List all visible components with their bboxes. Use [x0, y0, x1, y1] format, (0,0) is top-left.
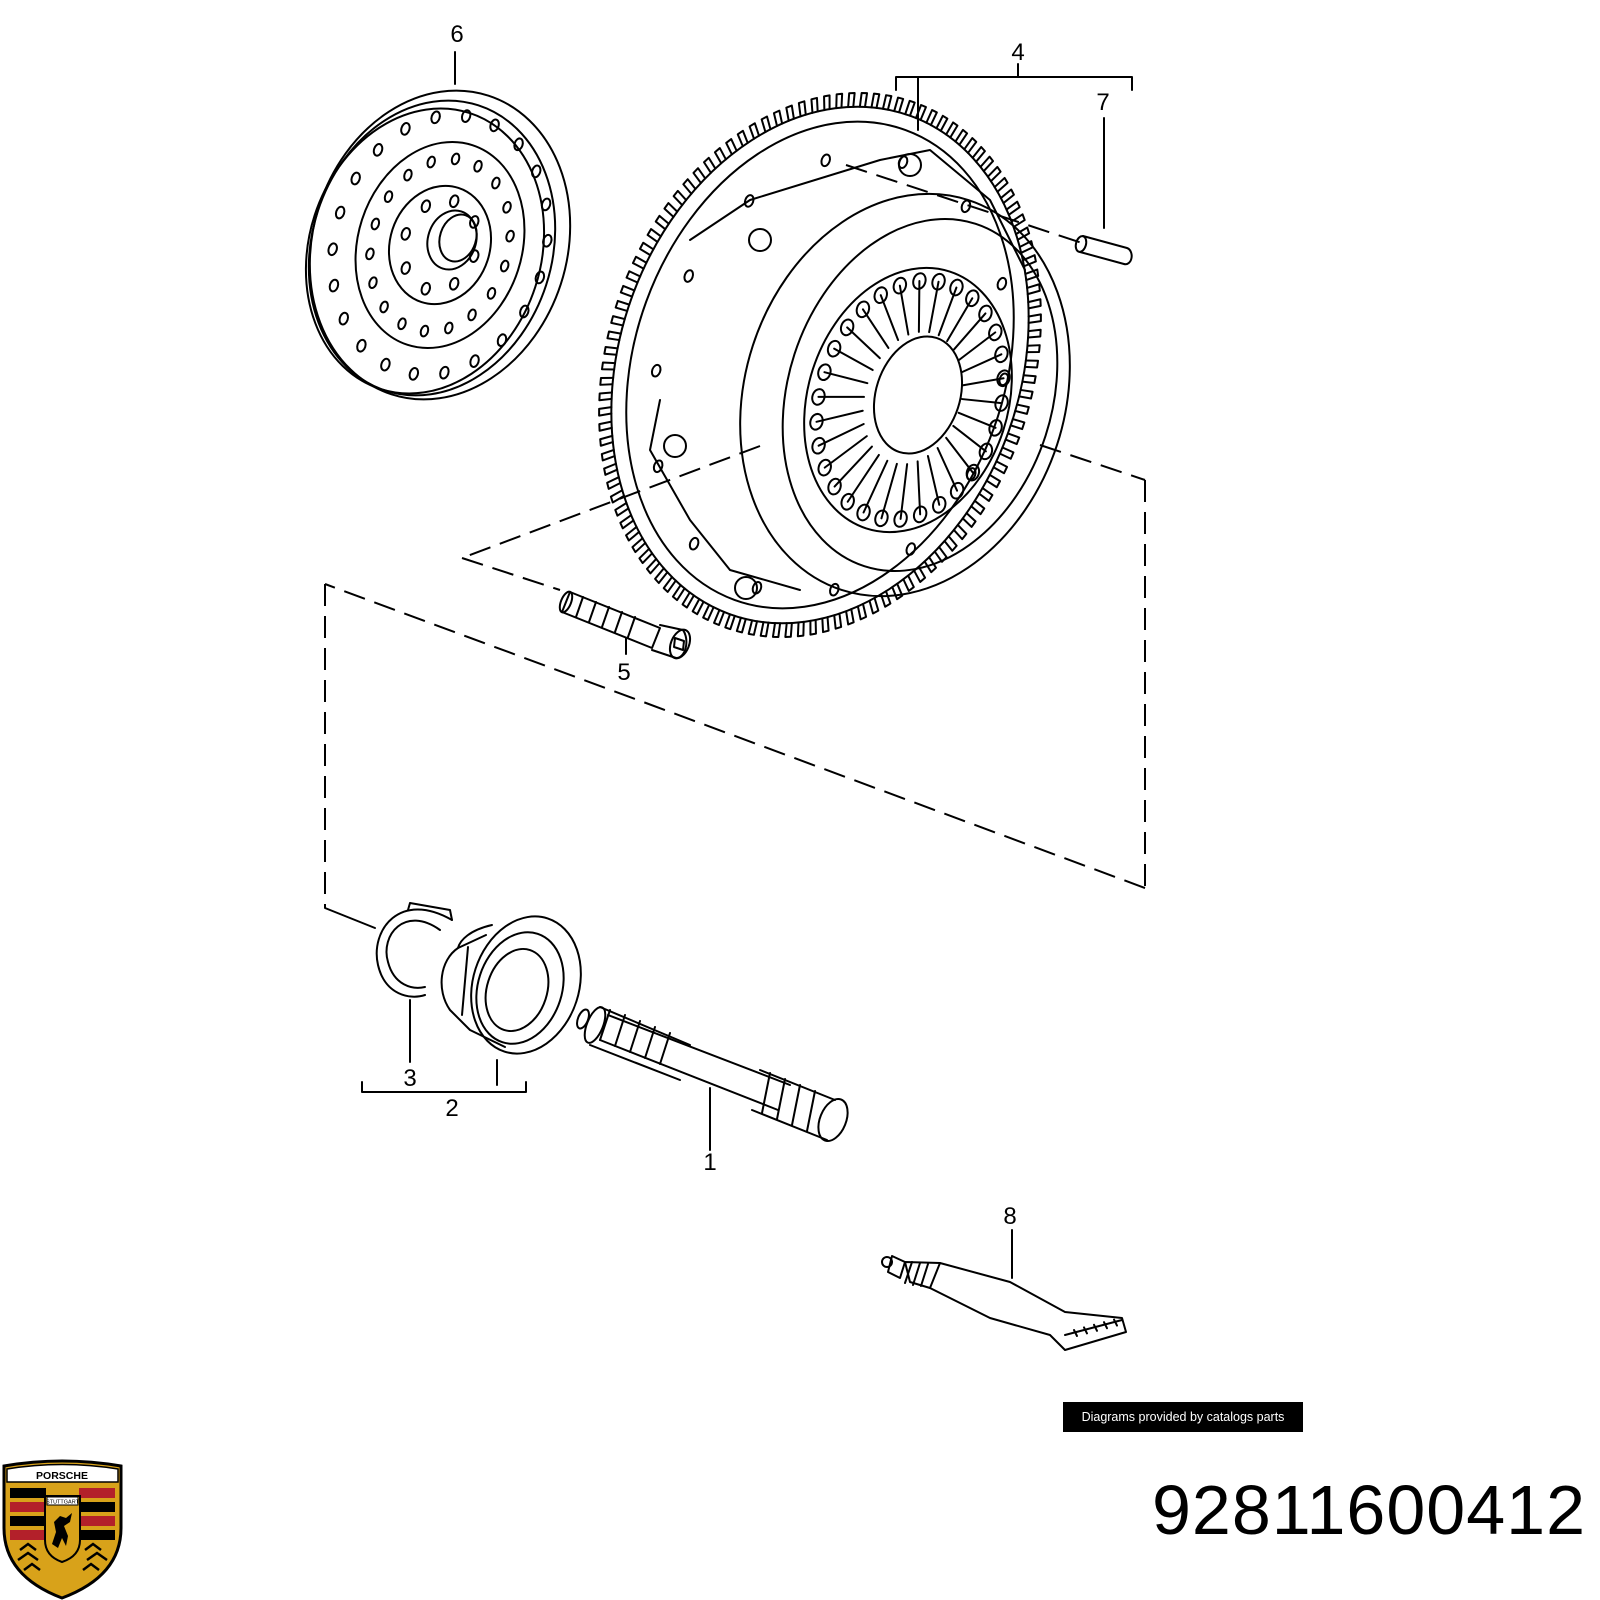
callout-7: 7: [1096, 89, 1109, 116]
callout-3: 3: [403, 1065, 416, 1092]
callout-1: 1: [703, 1149, 716, 1176]
crest-city: STUTTGART: [46, 1500, 80, 1506]
porsche-crest-icon: PORSCHE STUTTGART: [2, 1459, 123, 1600]
snap-ring-part-3: [375, 902, 453, 998]
dowel-pin-part-7: [1074, 235, 1133, 266]
callout-6: 6: [450, 21, 463, 48]
crest-wordmark: PORSCHE: [36, 1470, 88, 1482]
flywheel-pressure-plate-part-4: [598, 92, 1071, 638]
assembly-dashed-lines: [324, 164, 1146, 929]
input-shaft-part-1: [576, 1006, 849, 1151]
callout-8: 8: [1003, 1203, 1016, 1230]
bolt-part-5: [558, 590, 692, 660]
part-number: 92811600412: [1151, 1471, 1586, 1549]
grease-tube-part-8: [881, 1255, 1127, 1351]
callout-labels: 6 4 7 5 3 2 1 8: [403, 21, 1109, 1230]
callout-2: 2: [445, 1095, 458, 1122]
clutch-disc-part-6: [304, 89, 572, 401]
callout-4: 4: [1011, 39, 1024, 66]
release-bearing-part-2: [440, 915, 582, 1055]
leader-lines: [361, 51, 1133, 1279]
diagram-credit-banner: Diagrams provided by catalogs parts: [1063, 1402, 1303, 1432]
callout-5: 5: [617, 659, 630, 686]
